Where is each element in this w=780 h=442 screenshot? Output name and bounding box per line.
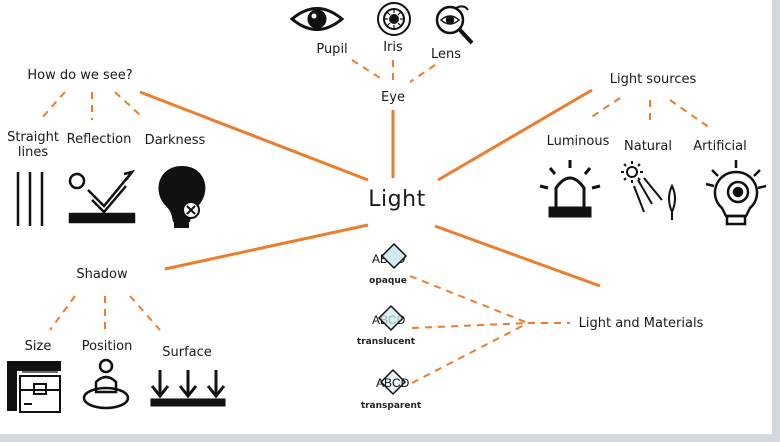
light-sources-label: Light sources	[609, 72, 697, 87]
pupil-label: Pupil	[316, 42, 348, 57]
right-scrollbar-track[interactable]	[772, 0, 780, 442]
opaque-label: opaque	[369, 276, 407, 286]
iris-label: Iris	[383, 40, 403, 55]
lens-label: Lens	[430, 47, 462, 62]
central-title: Light	[368, 187, 426, 212]
transparent-label: transparent	[360, 401, 422, 411]
position-label: Position	[81, 339, 133, 354]
connector-light-shadow	[164, 223, 369, 271]
connector-light-materials	[434, 224, 601, 288]
size-label: Size	[24, 339, 52, 354]
eye-label: Eye	[381, 90, 405, 105]
surface-label: Surface	[162, 345, 212, 360]
mind-map-canvas: Light Eye Pupil Iris Lens How do we see?…	[0, 0, 772, 434]
luminous-label: Luminous	[546, 134, 610, 149]
darkness-label: Darkness	[144, 133, 206, 148]
reflection-label: Reflection	[66, 132, 132, 147]
natural-label: Natural	[624, 139, 672, 154]
shadow-label: Shadow	[76, 267, 128, 282]
how-we-see-label: How do we see?	[27, 68, 133, 83]
materials-label: Light and Materials	[578, 316, 704, 331]
bottom-scrollbar-track[interactable]	[0, 434, 780, 442]
translucent-label: translucent	[356, 337, 416, 347]
straight-lines-label: Straight lines	[7, 130, 59, 160]
connector-light-how-we-see	[139, 90, 369, 182]
connector-light-sources	[437, 88, 593, 182]
artificial-label: Artificial	[693, 139, 747, 154]
connector-lines	[39, 59, 711, 384]
